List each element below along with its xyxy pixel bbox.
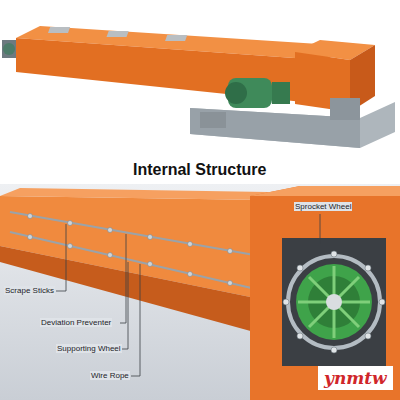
section-heading: Internal Structure bbox=[133, 161, 266, 179]
leader-lines bbox=[56, 214, 320, 376]
part-label: Supporting Wheel bbox=[56, 344, 122, 353]
cutaway-illustration bbox=[0, 186, 400, 400]
conveyor-photo bbox=[2, 26, 395, 148]
part-label: Sprocket Wheel bbox=[294, 202, 352, 211]
part-label: Deviation Preventer bbox=[40, 318, 112, 327]
watermark: ynmtw bbox=[318, 366, 393, 390]
part-label: Scrape Sticks bbox=[4, 286, 55, 295]
part-label: Wire Rope bbox=[90, 371, 130, 380]
